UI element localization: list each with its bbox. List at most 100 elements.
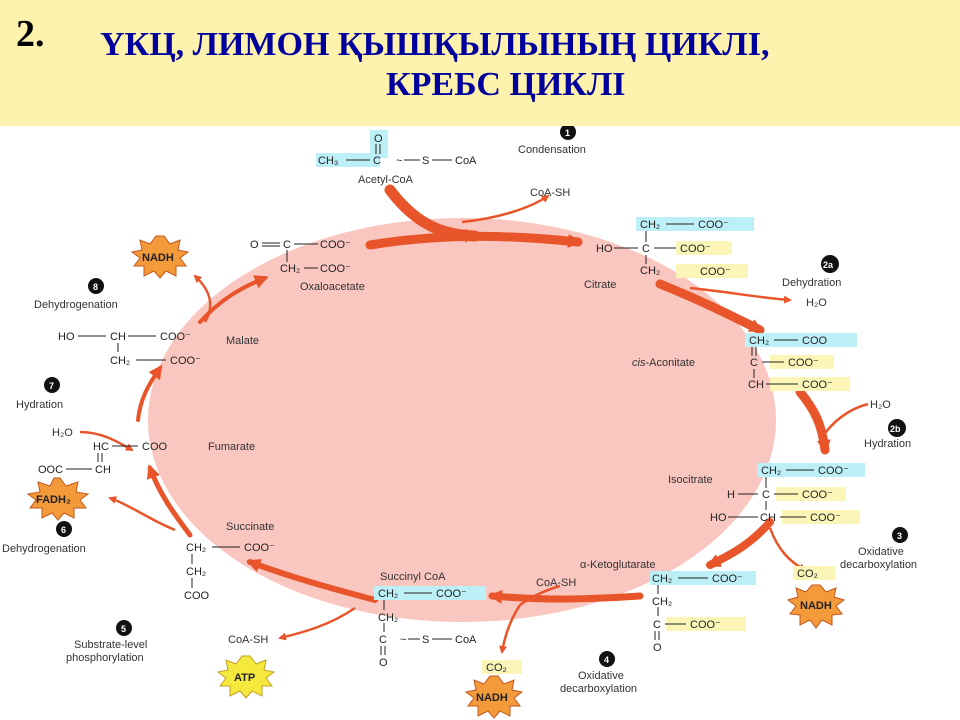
step-number-badge: 4	[604, 655, 609, 665]
svg-text:C: C	[379, 634, 387, 646]
svg-text:HO: HO	[710, 512, 727, 524]
svg-text:CH₂: CH₂	[761, 465, 781, 477]
svg-text:CH: CH	[110, 331, 126, 343]
step-number-badge: 8	[93, 282, 98, 292]
svg-text:CH₂: CH₂	[652, 573, 672, 585]
h2o-byproduct-2b: H₂O	[870, 399, 891, 411]
page-title-line-2: КРЕБС ЦИКЛІ	[386, 66, 626, 103]
arrow-h2o-in-2b	[818, 402, 869, 442]
svg-text:CH: CH	[748, 379, 764, 391]
step-name: Dehydration	[782, 277, 841, 289]
fadh2-burst: FADH₂	[26, 477, 90, 521]
svg-text:ATP: ATP	[234, 672, 255, 684]
coa-sh-byproduct-4: CoA-SH	[536, 577, 576, 589]
step-name: Dehydrogenation	[2, 543, 86, 555]
svg-text:COO⁻: COO⁻	[320, 263, 351, 275]
nadh-burst-8: NADH	[130, 235, 190, 279]
label-fumarate: Fumarate	[208, 441, 255, 453]
svg-text:CH: CH	[760, 512, 776, 524]
svg-text:COO: COO	[802, 335, 828, 347]
svg-text:CH₂: CH₂	[749, 335, 769, 347]
arrow-citrate-to-cisaconitate	[655, 279, 765, 335]
step-number-badge: 6	[61, 525, 66, 535]
step-number-badge: 3	[897, 531, 902, 541]
arrow-co2-nadh-out-4	[499, 604, 522, 654]
h2o-byproduct-7: H₂O	[52, 427, 73, 439]
cis-aconitate-structure: CH₂ COO C COO⁻ CH COO⁻ cis-Aconitate	[632, 333, 857, 391]
label-cis-aconitate: cis-Aconitate	[632, 357, 695, 369]
svg-text:CH₂: CH₂	[186, 542, 206, 554]
succinyl-coa-structure: Succinyl CoA CH₂ COO⁻ CH₂ C ~ S CoA O	[374, 571, 486, 669]
arrow-cisaconitate-to-isocitrate	[795, 387, 831, 455]
svg-text:COO⁻: COO⁻	[802, 379, 833, 391]
svg-text:HC: HC	[93, 441, 109, 453]
svg-text:C: C	[283, 239, 291, 251]
label-isocitrate: Isocitrate	[668, 474, 713, 486]
svg-text:O: O	[653, 642, 662, 654]
svg-text:COO⁻: COO⁻	[320, 239, 351, 251]
nadh-burst-3: NADH	[786, 584, 846, 629]
malate-structure: Malate HO CH COO⁻ CH₂ COO⁻	[58, 331, 259, 367]
svg-text:CH₂: CH₂	[640, 219, 660, 231]
label-succinyl-coa: Succinyl CoA	[380, 571, 446, 583]
arrow-coash-out-1	[461, 194, 550, 224]
svg-text:COO⁻: COO⁻	[244, 542, 275, 554]
succinate-structure: Succinate CH₂ COO⁻ CH₂ COO	[184, 521, 275, 602]
label-malate: Malate	[226, 335, 259, 347]
svg-text:NADH: NADH	[142, 252, 174, 264]
svg-text:NADH: NADH	[800, 600, 832, 612]
oxaloacetate-structure: O C COO⁻ CH₂ COO⁻ Oxaloacetate	[250, 239, 365, 293]
svg-text:CH₂: CH₂	[280, 263, 300, 275]
svg-text:C: C	[762, 489, 770, 501]
svg-text:HO: HO	[58, 331, 75, 343]
acetyl-coa-structure: O CH₃ C ~ S CoA Acetyl-CoA	[316, 130, 477, 186]
svg-text:O: O	[379, 657, 388, 669]
krebs-cycle-diagram: O CH₃ C ~ S CoA Acetyl-CoA 1 Condensatio…	[2, 126, 917, 719]
svg-text:HO: HO	[596, 243, 613, 255]
arrow-fadh2-out-6	[108, 496, 176, 532]
step-2a: 2a Dehydration H₂O	[782, 255, 841, 309]
svg-text:COO⁻: COO⁻	[690, 619, 721, 631]
arrow-malate-to-oxaloacetate	[198, 275, 269, 324]
slide-number: 2.	[16, 13, 45, 55]
atp-burst: ATP	[216, 655, 276, 699]
coa-sh-byproduct-1: CoA-SH	[530, 187, 570, 199]
fumarate-structure: HC COO OOC CH Fumarate	[38, 441, 255, 476]
burst-icon	[26, 477, 90, 521]
burst-icon	[464, 675, 524, 719]
arrow-coash-out-5	[278, 606, 356, 641]
step-number-badge: 7	[49, 381, 54, 391]
arrow-coash-in-4	[519, 584, 561, 607]
arrow-fumarate-to-malate	[136, 364, 163, 422]
formula-o: O	[374, 133, 383, 145]
svg-text:CH: CH	[95, 464, 111, 476]
svg-text:COO⁻: COO⁻	[712, 573, 743, 585]
cycle-arrows	[136, 184, 831, 604]
step-name: Hydration	[16, 399, 63, 411]
svg-text:H: H	[727, 489, 735, 501]
svg-text:COO⁻: COO⁻	[680, 243, 711, 255]
citrate-structure: CH₂ COO⁻ HO C COO⁻ CH₂ COO⁻ Citrate	[584, 217, 754, 291]
svg-text:COO⁻: COO⁻	[160, 331, 191, 343]
svg-text:FADH₂: FADH₂	[36, 494, 71, 506]
svg-text:C: C	[653, 619, 661, 631]
svg-text:COO⁻: COO⁻	[698, 219, 729, 231]
burst-icon	[786, 584, 846, 629]
step-number-badge: 1	[565, 128, 570, 138]
svg-text:COO⁻: COO⁻	[700, 266, 731, 278]
formula-ch3: CH₃	[318, 155, 338, 167]
formula-c: C	[373, 155, 381, 167]
svg-text:COO⁻: COO⁻	[810, 512, 841, 524]
svg-text:COO: COO	[142, 441, 168, 453]
label-acetyl-coa: Acetyl-CoA	[358, 174, 414, 186]
arrow-isocitrate-to-ketoglutarate	[706, 518, 774, 569]
label-oxaloacetate: Oxaloacetate	[300, 281, 365, 293]
svg-text:CH₂: CH₂	[652, 596, 672, 608]
svg-text:COO⁻: COO⁻	[818, 465, 849, 477]
svg-text:CH₂: CH₂	[378, 612, 398, 624]
svg-text:O: O	[250, 239, 259, 251]
h2o-byproduct-2a: H₂O	[806, 297, 827, 309]
svg-text:COO⁻: COO⁻	[788, 357, 819, 369]
